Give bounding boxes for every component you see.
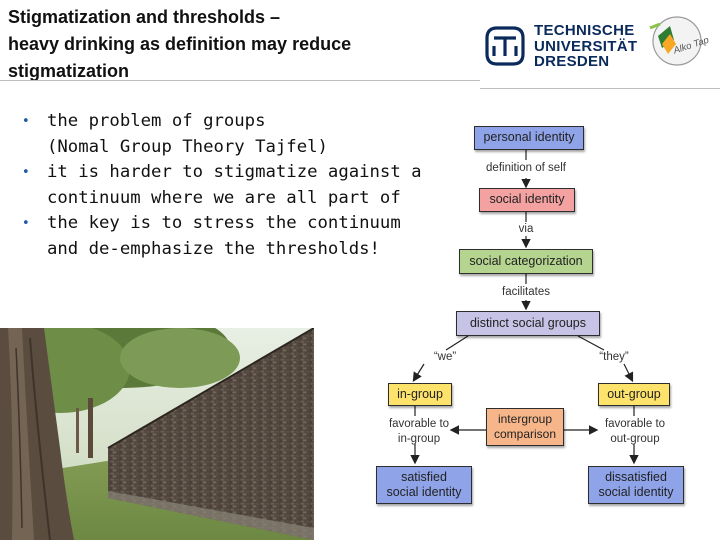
diagram-arrows [410, 150, 639, 465]
slide-title: Stigmatization and thresholds – heavy dr… [8, 4, 428, 85]
alko-tap-badge-icon: Alko Tap [649, 16, 710, 66]
they-label: “they” [599, 351, 629, 363]
bullet-item: the key is to stress the continuum and de… [18, 211, 438, 262]
bullet-item: it is harder to stigmatize against a cont… [18, 160, 438, 211]
logo-line-1: TECHNISCHE [534, 22, 635, 39]
bullet-text: it is harder to stigmatize against a [47, 162, 422, 182]
arrow-line [412, 363, 425, 383]
logo-wordmark: TECHNISCHE UNIVERSITÄT DRESDEN [534, 23, 637, 70]
favorable-out-line-1: favorable to [604, 418, 666, 430]
bullet-text-cont: (Nomal Group Theory Tajfel) [47, 136, 328, 157]
title-line-1: Stigmatization and thresholds – [8, 7, 281, 27]
we-label: “we” [433, 351, 457, 363]
bullet-text: the problem of groups [47, 111, 266, 131]
title-line-3: stigmatization [8, 61, 130, 81]
header-divider [480, 88, 720, 89]
arrow-line [623, 363, 634, 383]
satisfied-line-1: satisfied [401, 470, 447, 484]
intergroup-line-2: comparison [493, 427, 557, 441]
in-group-box: in-group [388, 383, 452, 406]
logo-line-2: UNIVERSITÄT [534, 37, 638, 55]
bullet-item: the problem of groups (Nomal Group Theory… [18, 109, 438, 160]
tu-dresden-emblem-icon [485, 26, 525, 66]
personal-identity-box: personal identity [474, 126, 584, 150]
social-identity-diagram: personal identity definition of self soc… [368, 118, 720, 518]
tree-and-brick-wall-photo [0, 328, 314, 540]
social-categorization-box: social categorization [459, 249, 593, 274]
favorable-to-in-group-label: favorable to in-group [374, 417, 464, 447]
bullet-text-cont: and de-emphasize the thresholds! [47, 238, 380, 259]
satisfied-line-2: social identity [386, 485, 462, 499]
favorable-to-out-group-label: favorable to out-group [590, 417, 680, 447]
favorable-in-line-1: favorable to [388, 418, 450, 430]
university-logo: TECHNISCHE UNIVERSITÄT DRESDEN [482, 22, 638, 70]
title-divider [0, 80, 480, 81]
favorable-in-line-2: in-group [397, 433, 441, 445]
bullet-text-cont: continuum where we are all part of [47, 187, 401, 208]
arrow-line [577, 335, 605, 351]
via-label: via [518, 223, 534, 235]
out-group-box: out-group [598, 383, 670, 406]
bullet-text: the key is to stress the continuum [47, 213, 401, 233]
social-identity-box: social identity [479, 188, 575, 212]
title-line-2: heavy drinking as definition may reduce [8, 34, 352, 54]
arrow-line [445, 335, 469, 351]
distinct-social-groups-box: distinct social groups [456, 311, 600, 336]
facilitates-label: facilitates [502, 286, 550, 298]
dissatisfied-line-1: dissatisfied [605, 470, 667, 484]
logo-line-3: DRESDEN [534, 53, 610, 70]
definition-of-self-label: definition of self [486, 162, 566, 174]
intergroup-line-1: intergroup [497, 412, 553, 426]
bullet-list: the problem of groups (Nomal Group Theory… [18, 109, 438, 262]
favorable-out-line-2: out-group [610, 433, 660, 445]
dissatisfied-line-2: social identity [598, 485, 674, 499]
